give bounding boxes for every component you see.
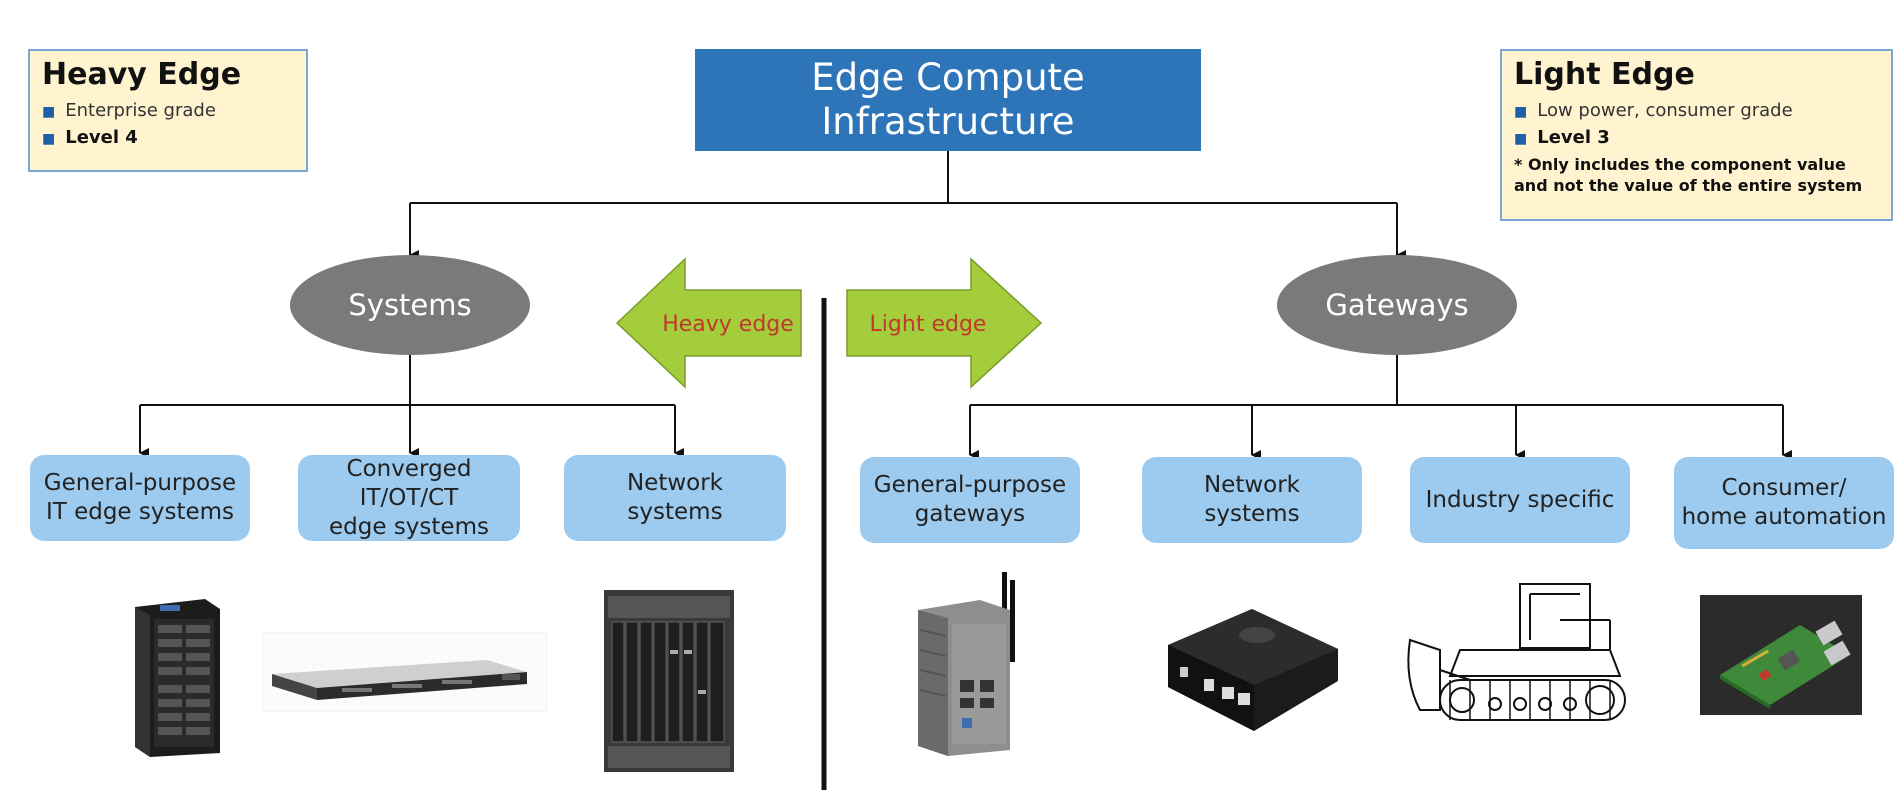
category-label-line: General-purpose xyxy=(873,472,1067,498)
category-label-line: Consumer/ xyxy=(1721,475,1847,501)
network-router-image xyxy=(1168,609,1338,731)
category-label-line: edge systems xyxy=(329,513,489,540)
heavy-edge-title: Heavy Edge xyxy=(42,57,242,92)
light-edge-item: ■ Low power, consumer grade xyxy=(1514,100,1879,121)
category-label-line: Network xyxy=(626,470,724,496)
category-label-line: Converged xyxy=(346,455,472,482)
heavy-edge-item-text: Level 4 xyxy=(65,127,138,148)
light-edge-arrow: Light edge xyxy=(846,257,1043,389)
systems-node: Systems xyxy=(290,255,530,355)
category-network-systems-gateway: Network systems xyxy=(1142,457,1362,543)
category-network-systems: Network systems xyxy=(564,455,786,541)
category-label-line: gateways xyxy=(914,501,1026,527)
root-node-line: Edge Compute xyxy=(811,56,1085,99)
tower-server-image xyxy=(135,599,220,757)
category-label-line: home automation xyxy=(1681,504,1887,530)
light-edge-title: Light Edge xyxy=(1514,57,1695,92)
raspberry-pi-board-image xyxy=(1700,595,1862,715)
category-label-line: Network xyxy=(1203,472,1301,498)
light-edge-item-text: Level 3 xyxy=(1537,127,1610,148)
bullet-icon: ■ xyxy=(42,131,56,147)
category-label-line: systems xyxy=(627,499,723,525)
bullet-icon: ■ xyxy=(42,104,56,120)
bullet-icon: ■ xyxy=(1514,104,1528,120)
footnote-line: and not the value of the entire system xyxy=(1514,176,1863,195)
footnote-line: * Only includes the component value xyxy=(1514,155,1846,174)
heavy-edge-arrow: Heavy edge xyxy=(615,257,802,389)
gateways-label: Gateways xyxy=(1325,288,1469,322)
industrial-gateway-image xyxy=(918,572,1015,756)
root-node: Edge Compute Infrastructure xyxy=(695,49,1201,151)
light-edge-info-box: Light Edge ■ Low power, consumer grade ■ L… xyxy=(1500,49,1893,221)
category-label-line: General-purpose xyxy=(43,470,237,496)
category-industry-specific: Industry specific xyxy=(1410,457,1630,543)
heavy-edge-info-box: Heavy Edge ■ Enterprise grade ■ Level 4 xyxy=(28,49,308,172)
rack-server-image xyxy=(262,632,547,712)
light-edge-item: ■ Level 3 xyxy=(1514,127,1879,148)
category-consumer-home-automation: Consumer/home automation xyxy=(1674,457,1894,549)
bullet-icon: ■ xyxy=(1514,131,1528,147)
heavy-edge-item: ■ Enterprise grade xyxy=(42,100,294,121)
category-general-purpose-it-edge-systems: General-purpose IT edge systems xyxy=(30,455,250,541)
network-chassis-image xyxy=(604,590,734,772)
light-edge-arrow-label: Light edge xyxy=(870,312,987,337)
heavy-edge-item: ■ Level 4 xyxy=(42,127,294,148)
heavy-edge-item-text: Enterprise grade xyxy=(65,100,216,121)
systems-label: Systems xyxy=(348,288,472,322)
heavy-edge-arrow-label: Heavy edge xyxy=(662,312,794,337)
category-label-line: Industry specific xyxy=(1425,486,1615,513)
category-label-line: IT/OT/CT xyxy=(359,484,459,511)
category-general-purpose-gateways: General-purpose gateways xyxy=(860,457,1080,543)
category-label-line: systems xyxy=(1204,501,1300,527)
category-label-line: IT edge systems xyxy=(45,499,235,525)
root-node-line: Infrastructure xyxy=(821,100,1075,143)
light-edge-footnote: * Only includes the component value and … xyxy=(1514,154,1879,196)
light-edge-item-text: Low power, consumer grade xyxy=(1537,100,1793,121)
gateways-node: Gateways xyxy=(1277,255,1517,355)
bulldozer-image xyxy=(1407,583,1626,721)
